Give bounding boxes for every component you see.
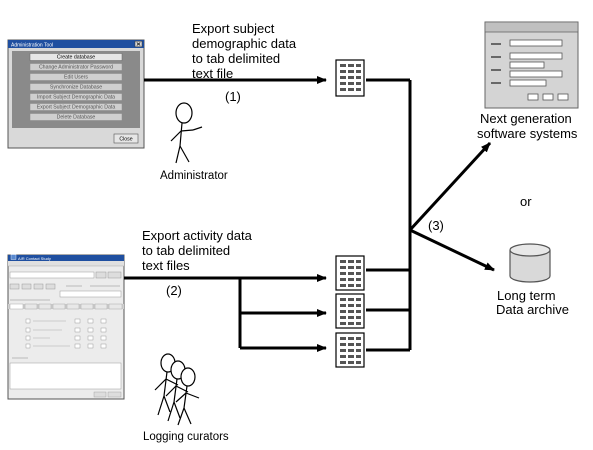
logging-tab[interactable] — [108, 303, 123, 310]
arrow-to-archive — [409, 228, 495, 272]
svg-text:Delete Database: Delete Database — [57, 115, 96, 121]
logging-curators-label: Logging curators — [143, 431, 229, 443]
logging-menubar — [8, 261, 124, 266]
close-icon — [136, 42, 141, 46]
checkbox[interactable] — [25, 335, 31, 341]
admin-button-import-demographic[interactable]: Import Subject Demographic Data — [29, 93, 123, 101]
admin-titlebar — [8, 40, 144, 48]
logging-close-button[interactable] — [107, 391, 122, 398]
database-icon — [509, 243, 551, 283]
export-activity-label-line1: Export activity data — [142, 228, 253, 243]
logging-nav-first[interactable] — [9, 283, 20, 290]
admin-tool-window: Administration Tool Create database Chan… — [7, 39, 145, 149]
app-icon — [10, 254, 17, 260]
step-1-label: (1) — [225, 89, 241, 104]
logging-tab[interactable] — [80, 303, 94, 310]
admin-button-edit-users[interactable]: Edit Users — [29, 73, 123, 81]
svg-text:Import Subject Demographic Dat: Import Subject Demographic Data — [37, 95, 115, 101]
logging-tab-strip — [8, 304, 124, 309]
export-subject-label-line4: text file — [192, 66, 233, 81]
or-label: or — [520, 194, 532, 209]
logging-window: AIR Contact Study — [7, 254, 125, 400]
admin-button-synchronize[interactable]: Synchronize Database — [29, 83, 123, 91]
admin-button-export-demographic[interactable]: Export Subject Demographic Data — [29, 103, 123, 111]
step-2-label: (2) — [166, 283, 182, 298]
logging-tab[interactable] — [94, 303, 108, 310]
export-activity-label-line3: text files — [142, 258, 190, 273]
svg-text:Close: Close — [119, 137, 132, 143]
checkbox[interactable] — [25, 343, 31, 349]
admin-button-change-password[interactable]: Change Administrator Password — [29, 63, 123, 71]
admin-close-button[interactable]: Close — [113, 133, 139, 144]
logging-save-button[interactable] — [93, 391, 107, 398]
document-icon — [335, 255, 365, 291]
svg-text:Synchronize Database: Synchronize Database — [50, 85, 102, 91]
document-icon — [335, 293, 365, 329]
step-3-label: (3) — [428, 218, 444, 233]
admin-button-delete-database[interactable]: Delete Database — [29, 113, 123, 121]
logging-nav-prev[interactable] — [21, 283, 32, 290]
archive-label-line2: Data archive — [496, 302, 569, 317]
export-activity-label-line2: to tab delimited — [142, 243, 230, 258]
logging-activity-rows — [25, 318, 107, 349]
export-subject-label-line3: to tab delimited — [192, 51, 280, 66]
administrator-label: Administrator — [160, 170, 228, 182]
svg-text:Create database: Create database — [57, 55, 95, 61]
svg-text:Change Administrator Password: Change Administrator Password — [39, 65, 113, 71]
next-gen-label-line1: Next generation — [480, 111, 572, 126]
svg-text:Export Subject Demographic Dat: Export Subject Demographic Data — [37, 105, 116, 111]
logging-comments-box[interactable] — [9, 362, 122, 390]
logging-tab[interactable] — [24, 303, 38, 310]
logging-subject-field[interactable] — [9, 271, 95, 279]
checkbox[interactable] — [25, 318, 31, 324]
export-subject-label-line2: demographic data — [192, 36, 297, 51]
arrow-to-next-gen — [408, 141, 492, 232]
administrator-figure — [170, 102, 203, 164]
admin-window-title: Administration Tool — [11, 43, 53, 49]
checkbox[interactable] — [25, 327, 31, 333]
logging-nav-next[interactable] — [33, 283, 44, 290]
logging-window-title: AIR Contact Study — [18, 256, 51, 261]
logging-find-button[interactable] — [95, 271, 107, 279]
logging-tab[interactable] — [9, 303, 24, 310]
logging-new-button[interactable] — [107, 271, 122, 279]
document-icon — [335, 59, 365, 97]
document-icon — [335, 332, 365, 368]
export-subject-label-line1: Export subject — [192, 21, 275, 36]
logging-curators-figure — [154, 353, 200, 426]
next-gen-label-line2: software systems — [477, 126, 578, 141]
logging-tab[interactable] — [66, 303, 80, 310]
logging-tab[interactable] — [38, 303, 52, 310]
logging-date-field[interactable] — [59, 290, 122, 298]
svg-text:Edit Users: Edit Users — [64, 75, 88, 81]
logging-nav-last[interactable] — [45, 283, 56, 290]
flow-connectors — [124, 76, 495, 352]
admin-button-create-database[interactable]: Create database — [29, 53, 123, 61]
logging-titlebar — [8, 255, 124, 261]
archive-label-line1: Long term — [497, 288, 556, 303]
software-window-icon — [484, 21, 579, 109]
logging-tab[interactable] — [52, 303, 66, 310]
